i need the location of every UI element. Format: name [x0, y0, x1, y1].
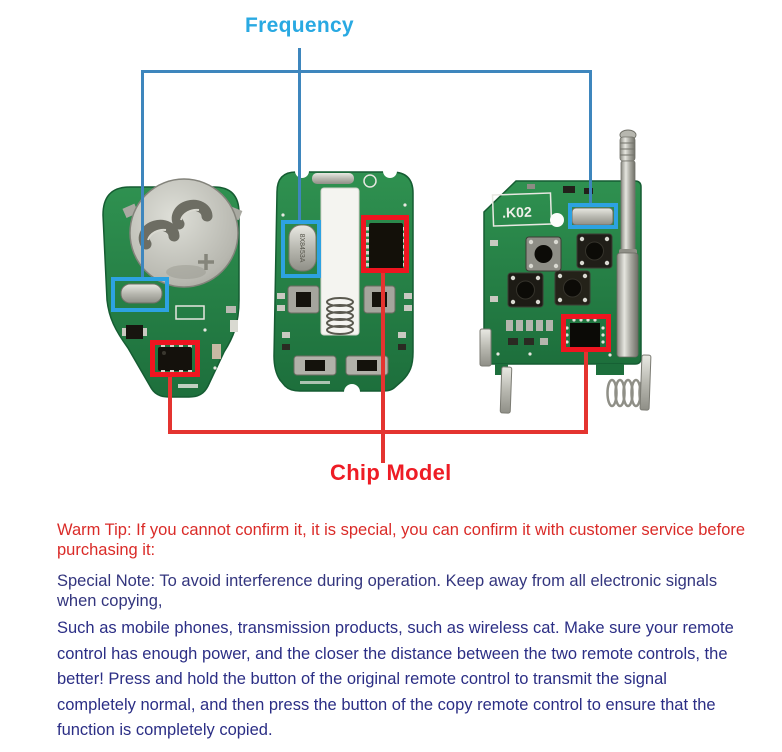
crystal-oscillator: 8X8453A: [288, 224, 317, 272]
chip-line-middle: [381, 271, 385, 463]
chip-line-right: [584, 351, 588, 433]
frequency-label: Frequency: [245, 14, 354, 37]
frequency-line-horizontal: [141, 70, 592, 73]
svg-text:8X8453A: 8X8453A: [298, 234, 305, 263]
silkscreen-label: .K02: [491, 192, 553, 227]
battery-plus-mark: [198, 254, 214, 270]
tact-button: [287, 285, 320, 314]
screw-hole-silkscreen: [363, 174, 377, 188]
chip-highlight-right: [561, 314, 611, 352]
frequency-line-right: [589, 70, 592, 206]
spring: [326, 297, 354, 335]
crystal-highlight-keyfob: [111, 277, 169, 312]
chip-line-horizontal: [168, 430, 588, 434]
special-note-text: Special Note: To avoid interference duri…: [57, 572, 718, 610]
battery-contact: [499, 366, 513, 414]
warm-tip-text: Warm Tip: If you cannot confirm it, it i…: [57, 521, 746, 559]
svg-text:.K02: .K02: [502, 204, 532, 221]
mounting-hole: [550, 213, 564, 227]
crystal-highlight-right: [568, 203, 618, 229]
frequency-line-left: [141, 70, 144, 279]
tact-button: [345, 355, 389, 376]
two-button-pcb: 8X8453A: [273, 164, 414, 400]
tact-button: [293, 355, 337, 376]
battery-clip: [122, 178, 243, 288]
keyfob-pcb: [102, 178, 243, 398]
tact-button: [363, 285, 396, 314]
tact-button: [525, 236, 562, 272]
pcb-photo: 8X8453A: [102, 129, 652, 414]
chip-line-left: [168, 375, 172, 433]
tact-button: [507, 272, 544, 308]
battery-contact: [479, 328, 492, 367]
crystal-highlight-middle: [281, 220, 321, 278]
battery-contact: [639, 354, 652, 411]
instructions-text: Such as mobile phones, transmission prod…: [57, 619, 734, 739]
antenna: [616, 129, 639, 358]
tact-button: [576, 233, 613, 269]
chip-model-label: Chip Model: [330, 460, 452, 485]
tact-button: [554, 270, 591, 306]
chip-highlight-keyfob: [150, 340, 200, 377]
chip-highlight-middle: [361, 215, 409, 273]
crystal-oscillator: [120, 283, 163, 304]
frequency-line-middle: [298, 48, 301, 223]
